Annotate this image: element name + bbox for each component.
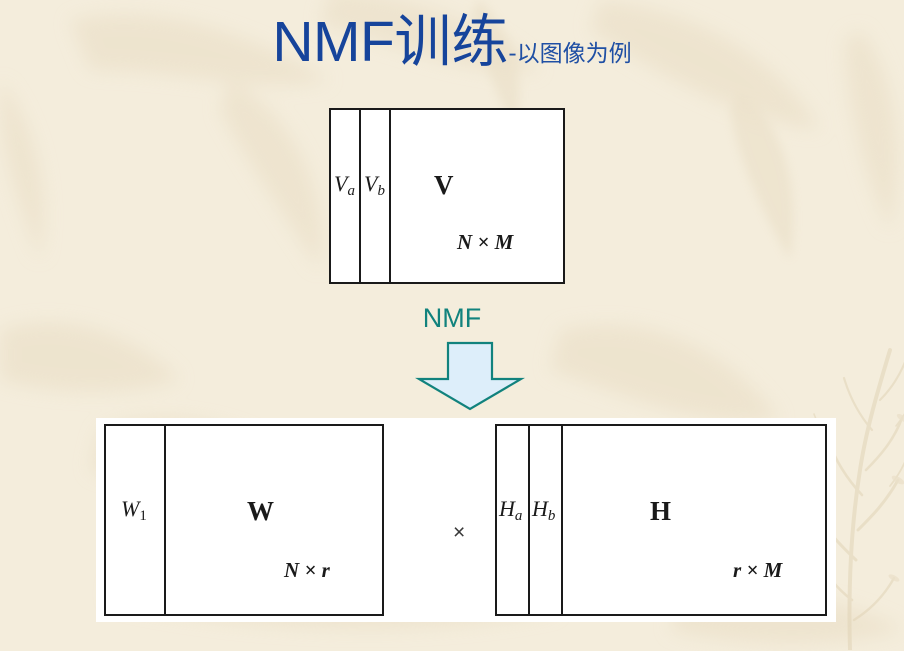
matrix-v-group: Va Vb V N × M <box>329 108 565 284</box>
matrix-h-column-b <box>530 426 563 614</box>
v-b-base: V <box>364 171 378 196</box>
nmf-transform-label: NMF <box>422 303 482 333</box>
v-b-subscript: b <box>377 183 385 200</box>
v-a-base: V <box>334 171 348 196</box>
matrix-v-column-b <box>361 110 391 282</box>
w-1-subscript: 1 <box>139 508 147 525</box>
matrix-w-column-1-label: W1 <box>121 496 147 525</box>
matrix-v-column-a <box>331 110 361 282</box>
matrix-v-dimension: N × M <box>457 230 514 254</box>
matrix-h-box <box>495 424 827 616</box>
title-subtitle: -以图像为例 <box>508 41 632 67</box>
title-latin: NMF <box>272 10 395 74</box>
multiplication-operator: × <box>453 521 466 544</box>
matrix-h-name: H <box>650 496 672 526</box>
matrix-h-column-b-label: Hb <box>532 496 555 525</box>
matrix-v-box <box>329 108 565 284</box>
v-a-subscript: a <box>347 183 355 200</box>
matrix-v-column-a-label: Va <box>334 171 355 200</box>
matrix-w-box <box>104 424 384 616</box>
down-arrow-icon <box>415 341 525 411</box>
matrix-w-column-1 <box>106 426 166 614</box>
matrix-v-column-b-label: Vb <box>364 171 385 200</box>
w-1-base: W <box>121 496 140 521</box>
title-cjk: 训练 <box>394 9 509 75</box>
page-title: NMF训练-以图像为例 <box>0 14 904 71</box>
matrix-v-name: V <box>434 170 454 200</box>
matrix-w-group: W1 W N × r <box>104 424 384 616</box>
matrix-h-dimension: r × M <box>733 558 783 582</box>
h-a-subscript: a <box>514 508 523 525</box>
h-a-base: H <box>499 496 515 521</box>
h-b-subscript: b <box>547 508 556 525</box>
matrix-h-group: Ha Hb H r × M <box>495 424 827 616</box>
matrix-w-dimension: N × r <box>284 558 330 582</box>
h-b-base: H <box>532 496 548 521</box>
matrix-h-column-a <box>497 426 530 614</box>
matrix-h-column-a-label: Ha <box>499 496 522 525</box>
matrix-w-name: W <box>247 496 274 526</box>
